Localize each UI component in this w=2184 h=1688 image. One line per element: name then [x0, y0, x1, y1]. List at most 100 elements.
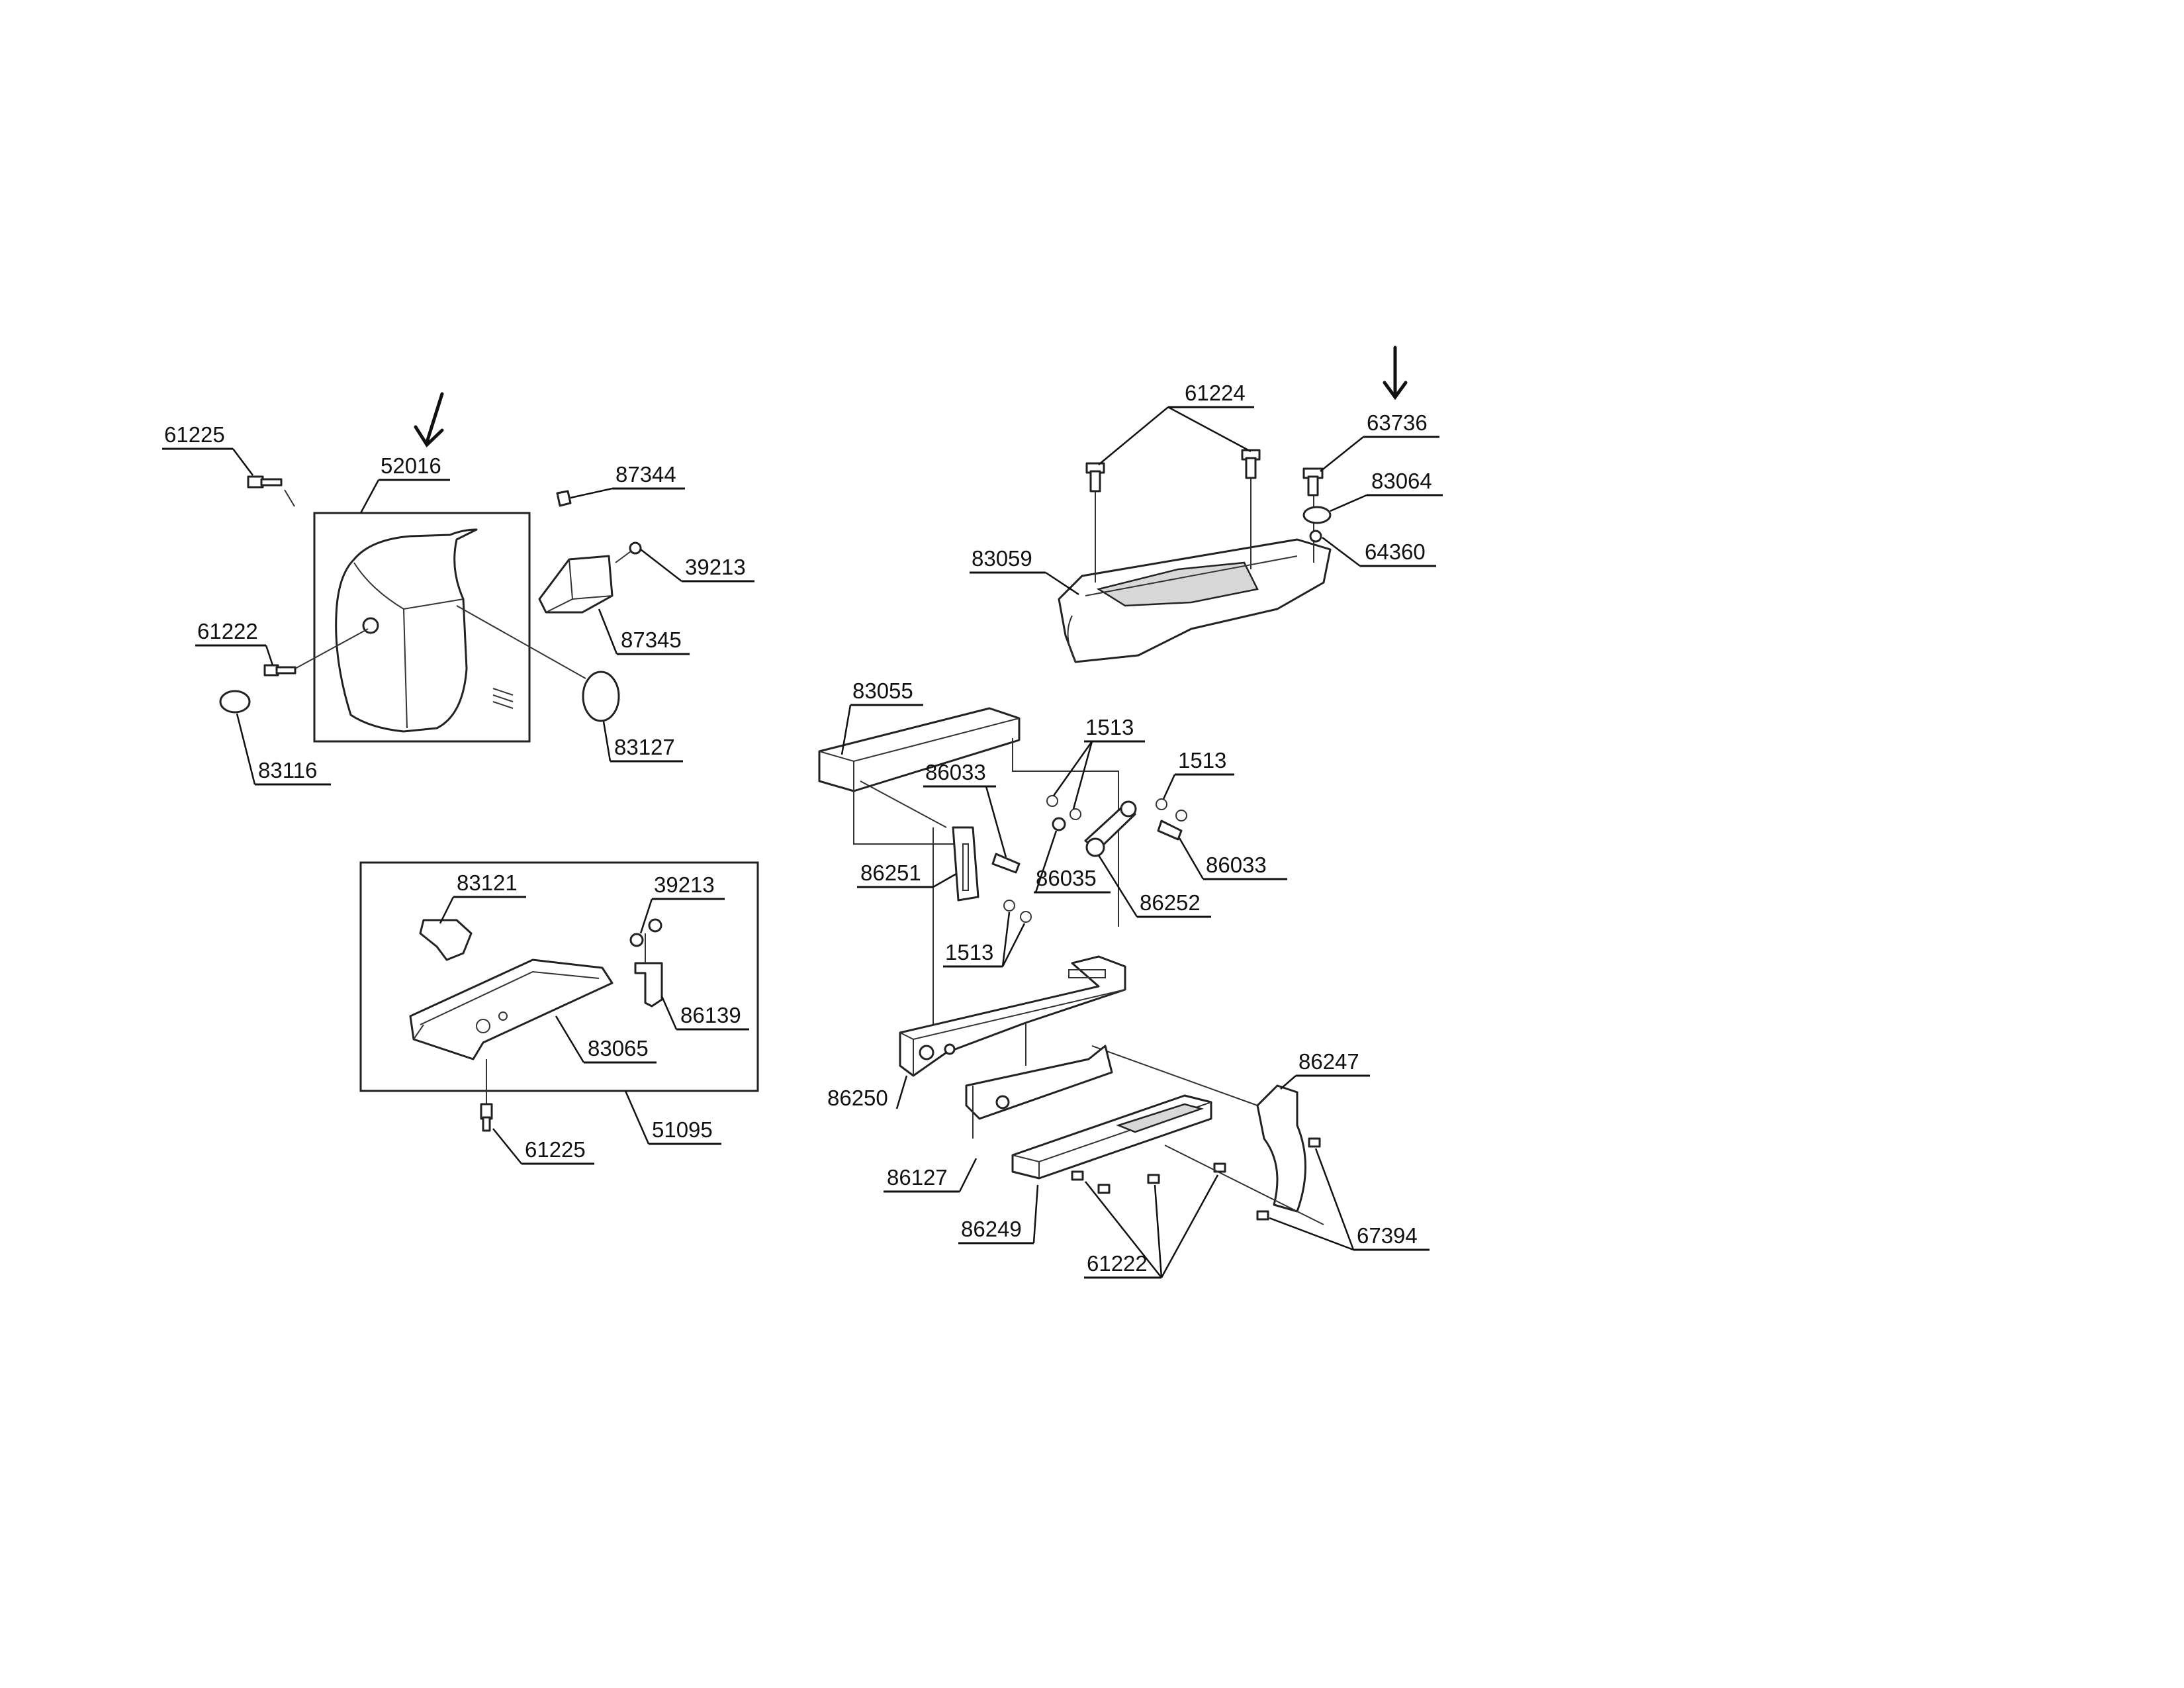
cover-assembly: [219, 475, 642, 743]
callout-text: 87344: [615, 462, 676, 487]
bracket-87345: [538, 555, 614, 614]
callout-text: 86251: [860, 861, 921, 885]
callout-text: 86249: [961, 1217, 1022, 1241]
callout-text: 64360: [1365, 539, 1426, 564]
callout-86139: 86139: [660, 996, 749, 1031]
callout-87344: 87344: [570, 462, 685, 499]
callout-text: 83055: [852, 679, 913, 703]
callout-83065: 83065: [555, 1015, 657, 1064]
callout-text: 83116: [258, 758, 317, 782]
screw-39213-pair: [629, 918, 662, 947]
callout-1513-c: 1513: [943, 912, 1026, 968]
arm-86127: [965, 1045, 1113, 1120]
callout-39213-top: 39213: [640, 549, 754, 583]
callout-text: 63736: [1367, 410, 1428, 435]
callout-83121: 83121: [439, 870, 526, 924]
callout-text: 87345: [621, 628, 682, 652]
pin-86033-right: [1157, 820, 1183, 841]
screw-61224-right: [1241, 449, 1261, 479]
callout-86251: 86251: [857, 861, 957, 888]
callout-1513-b: 1513: [1162, 748, 1234, 800]
tray-83065: [409, 959, 614, 1060]
callout-text: 39213: [654, 872, 715, 897]
callout-text: 61222: [197, 619, 258, 643]
callout-text: 83065: [588, 1036, 649, 1060]
callout-text: 86247: [1298, 1049, 1359, 1074]
callout-86127: 86127: [884, 1158, 978, 1193]
callout-text: 61224: [1185, 381, 1246, 405]
bracket-86139: [634, 962, 663, 1008]
callout-61222-left: 61222: [195, 619, 274, 666]
callout-86033-right: 86033: [1178, 837, 1287, 880]
callout-51095: 51095: [624, 1090, 721, 1145]
bushing-83064: [1302, 506, 1332, 524]
motor-cover: [335, 528, 478, 733]
callout-text: 83121: [457, 870, 518, 895]
pin-86033-left: [991, 853, 1021, 874]
callout-61225-bottom: 61225: [492, 1128, 594, 1165]
callout-text: 83127: [614, 735, 675, 759]
callout-39213-lower: 39213: [639, 872, 725, 934]
callout-83116: 83116: [236, 713, 331, 786]
callout-61222-lower: 61222: [1084, 1174, 1219, 1279]
callout-63736: 63736: [1320, 410, 1439, 472]
callout-87345: 87345: [598, 608, 690, 655]
callout-61224: 61224: [1098, 381, 1254, 465]
screws-61222-right: [1071, 1162, 1269, 1221]
callout-text: 52016: [381, 453, 441, 478]
latch-83121: [419, 919, 473, 961]
callout-86250: 86250: [827, 1075, 908, 1110]
base-plate-group: [1058, 449, 1332, 663]
bracket-86247: [1256, 1084, 1306, 1213]
plate-86251: [952, 826, 979, 902]
callout-86033-left: 86033: [923, 760, 1007, 858]
cover-group-box: [313, 512, 531, 743]
gasket-83127: [582, 671, 620, 722]
callout-text: 83064: [1371, 469, 1432, 493]
callout-text: 86127: [887, 1165, 948, 1190]
callout-86035: 86035: [1034, 830, 1111, 894]
down-arrow-icon: [414, 392, 444, 447]
screw-61224-left: [1085, 462, 1105, 492]
callout-86247: 86247: [1280, 1049, 1370, 1090]
callout-83055: 83055: [841, 679, 923, 755]
callout-text: 1513: [1178, 748, 1226, 773]
screw-61225-top: [247, 475, 295, 507]
callout-text: 1513: [1085, 715, 1134, 739]
washer-64360: [1309, 530, 1322, 543]
callout-text: 86033: [1206, 853, 1267, 877]
callout-1513-a: 1513: [1052, 715, 1145, 810]
screw-61225-bottom: [480, 1059, 493, 1132]
tray-group-box: [359, 861, 759, 1092]
screw-39213-top: [615, 541, 642, 563]
callout-67394: 67394: [1269, 1148, 1430, 1251]
callout-64360: 64360: [1322, 537, 1436, 567]
callout-83127: 83127: [602, 721, 683, 763]
rail-83055: [818, 707, 1021, 792]
callout-text: 61225: [164, 422, 225, 447]
callout-text: 39213: [685, 555, 746, 579]
callout-52016: 52016: [359, 453, 450, 514]
callout-83064: 83064: [1330, 469, 1443, 512]
linkage-assembly: [818, 707, 1324, 1225]
bushing-86035: [1052, 817, 1066, 831]
callout-text: 86033: [925, 760, 986, 784]
tray-assembly: [359, 861, 759, 1132]
callout-83059: 83059: [970, 546, 1079, 596]
screw-67394: [1308, 1137, 1321, 1148]
callout-61225-top: 61225: [162, 422, 253, 476]
arm-86252-pivot: [1085, 837, 1105, 857]
down-arrow-icon: [1383, 346, 1408, 400]
screw-61222-left: [263, 628, 369, 677]
callout-text: 86139: [680, 1003, 741, 1027]
screw-63736: [1302, 467, 1324, 496]
callout-text: 61222: [1087, 1251, 1148, 1276]
callout-86252: 86252: [1097, 855, 1211, 918]
callout-text: 51095: [652, 1117, 713, 1142]
callout-text: 86250: [827, 1086, 888, 1110]
callout-text: 67394: [1357, 1223, 1418, 1248]
callout-86249: 86249: [958, 1184, 1039, 1244]
clip-87344: [556, 490, 572, 507]
callout-text: 61225: [525, 1137, 586, 1162]
